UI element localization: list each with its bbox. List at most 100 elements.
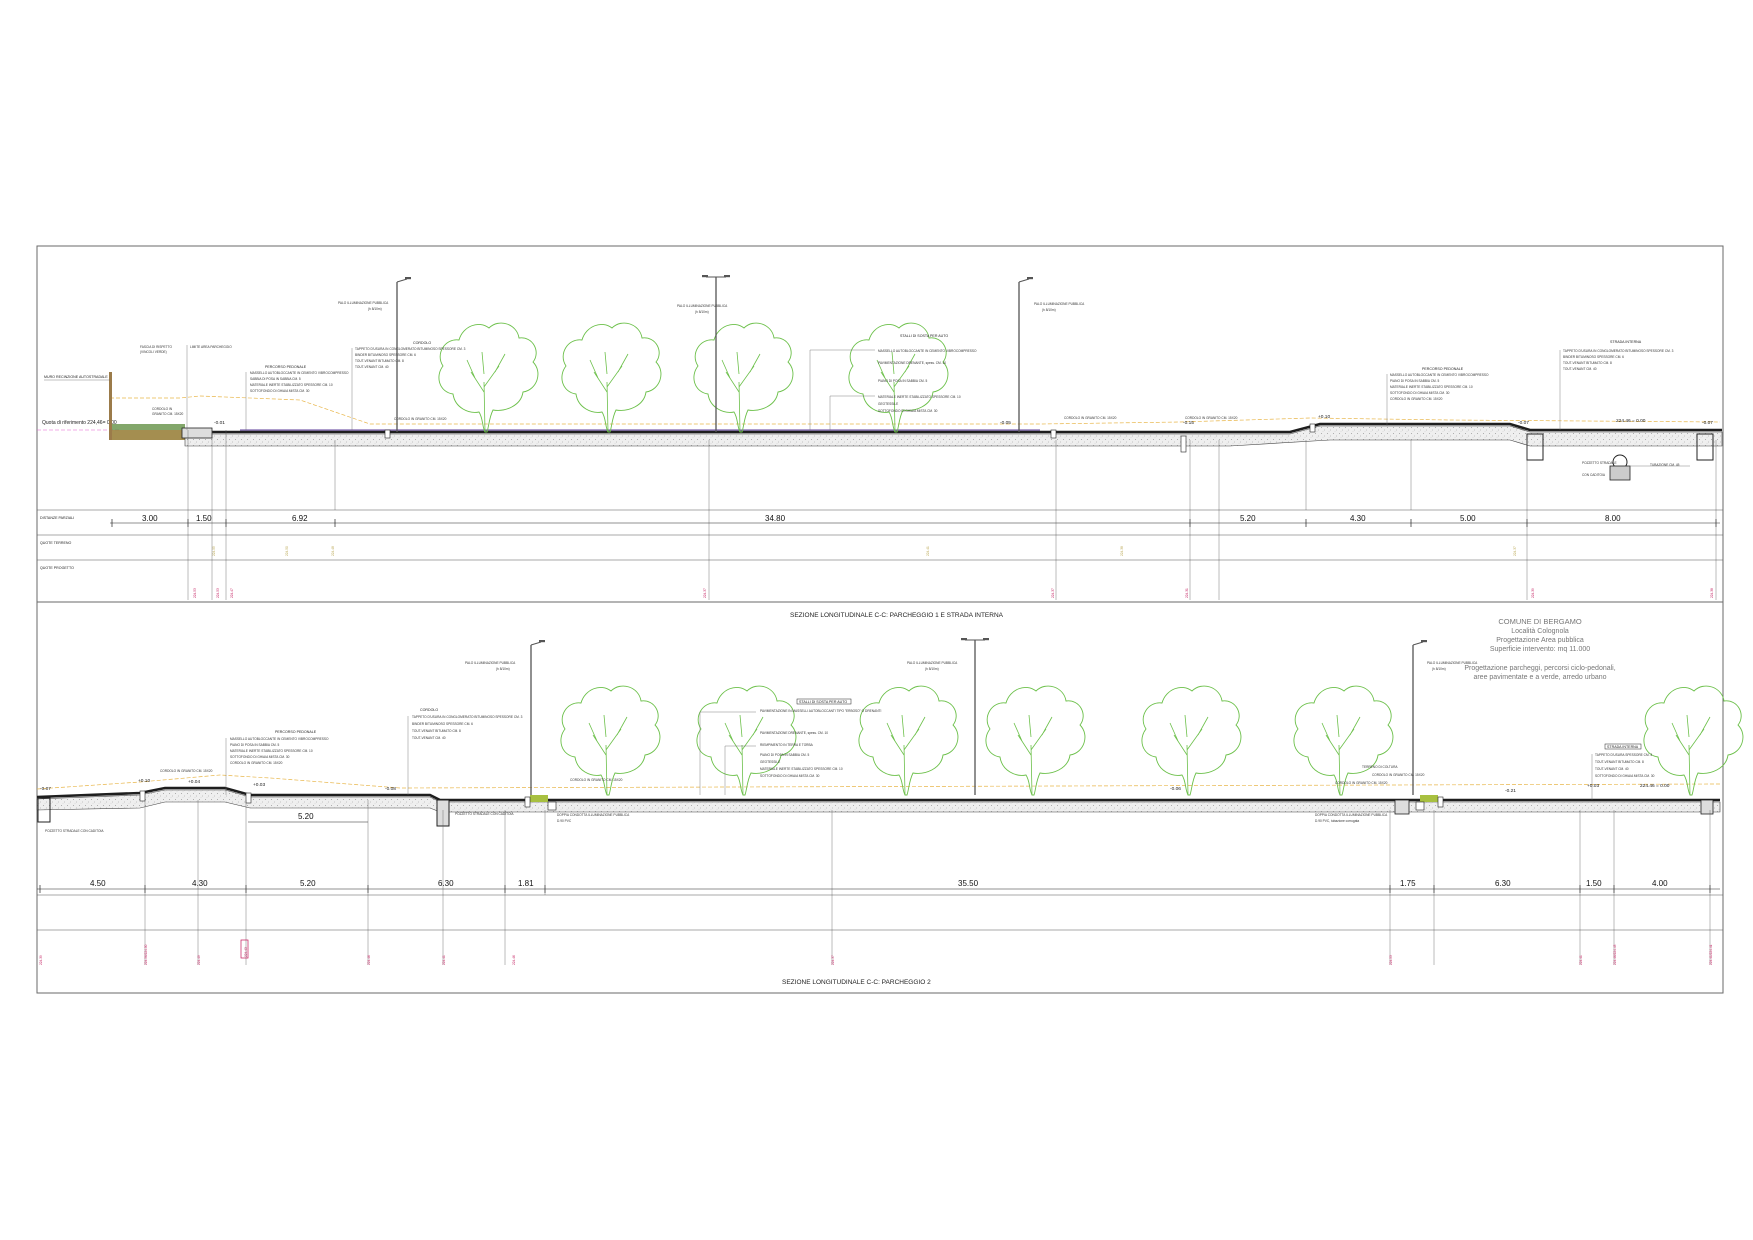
distance-value: 6.92 xyxy=(292,514,308,523)
elevation-label: +0.04 xyxy=(188,779,200,785)
quote-value: 224.53 xyxy=(216,588,220,598)
quote-value: 224.41 xyxy=(442,955,446,965)
quote-value: 224.37 xyxy=(1513,546,1517,556)
quote-value: 224.41/224.41 xyxy=(1709,944,1713,965)
tree-icon xyxy=(848,322,949,433)
quote-value: 224.39 xyxy=(39,955,43,965)
label-cavidotto: D.90 PVC, tubazione corrugata xyxy=(1315,819,1359,823)
label-limite: LIMITE AREA PARCHEGGIO xyxy=(190,345,232,349)
label-layer: PIANO DI POSA IN SABBIA CM. 5 xyxy=(760,753,809,757)
tree-icon xyxy=(693,322,794,433)
elevation-label: -0.08 xyxy=(385,786,396,792)
distance-value: 6.30 xyxy=(1495,879,1511,888)
label-layer: MATERIALE INERTE STABILIZZATO SPESSORE C… xyxy=(760,767,843,771)
elevation-label: +0.03 xyxy=(253,782,265,788)
elevation-label: -0.07 xyxy=(1518,420,1529,426)
quote-value: 224.37 xyxy=(831,955,835,965)
quote-value: 224.46 xyxy=(512,955,516,965)
label-tubazione: TUBAZIONE CM. 45 xyxy=(1650,463,1680,467)
label-cordolo-left: CORDOLO IN GRANITO CM. 15X20 xyxy=(160,769,213,773)
label-cordolo-title: CORDOLO xyxy=(413,341,431,345)
quote-value: 224.37 xyxy=(1051,588,1055,598)
label-percorso-right-title: PERCORSO PEDONALE xyxy=(1422,367,1464,371)
label-layer: TAPPETO D'USURA IN CONGLOMERATO BITUMINO… xyxy=(1563,349,1674,353)
elevation-label: -0.01 xyxy=(214,420,225,426)
label-palo: (h 8/10m) xyxy=(1432,667,1446,671)
label-layer: GEOTESSILE xyxy=(878,402,898,406)
section-1-title: SEZIONE LONGITUDINALE C-C: PARCHEGGIO 1 … xyxy=(790,612,1004,619)
road-drain xyxy=(37,797,51,823)
label-layer: MASSELLO AUTOBLOCCANTE IN CEMENTO VIBROC… xyxy=(230,737,329,741)
row-label-quote-progetto: QUOTE PROGETTO xyxy=(40,566,74,570)
label-layer: TOUT-VENANT CM. 40 xyxy=(412,736,446,740)
label-palo: (h 8/10m) xyxy=(496,667,510,671)
curb xyxy=(524,796,531,808)
embankment-soil xyxy=(112,430,185,440)
curb xyxy=(384,429,391,439)
label-layer: MATERIALE INERTE STABILIZZATO SPESSORE C… xyxy=(230,749,313,753)
label-layer: PAVIMENTAZIONE DRENANTE, spess. CM. 10 xyxy=(760,731,828,735)
street-lamp-icon xyxy=(1412,639,1428,796)
label-palo: (h 8/10m) xyxy=(1042,308,1056,312)
distance-value: 4.30 xyxy=(192,879,208,888)
label-layer: MASSELLO AUTOBLOCCANTE IN CEMENTO VIBROC… xyxy=(878,349,977,353)
label-cavidotto: DOPPIA CONDOTTA ILLUMINAZIONE PUBBLICA xyxy=(1315,813,1388,817)
distance-value: 5.20 xyxy=(1240,514,1256,523)
label-boundary-wall: MURO RECINZIONE AUTOSTRADALE xyxy=(44,375,108,379)
label-palo: PALO ILLUMINAZIONE PUBBLICA xyxy=(677,304,728,308)
label-layer: TOUT-VENANT BITUMATO CM. 8 xyxy=(412,729,461,733)
label-palo: PALO ILLUMINAZIONE PUBBLICA xyxy=(465,661,516,665)
elevation-label: -0.06 xyxy=(1170,786,1181,792)
label-layer: BINDER BITUMINOSO SPESSORE CM. 6 xyxy=(412,722,473,726)
label-layer: SOTTOFONDO DI GHIAIA MISTA CM. 30 xyxy=(1595,774,1655,778)
info-line: Progettazione parcheggi, percorsi ciclo-… xyxy=(1464,665,1615,672)
label-layer: TOUT-VENANT CM. 40 xyxy=(355,365,389,369)
green-strip xyxy=(1420,795,1438,802)
elevation-label: +0.10 xyxy=(138,778,150,784)
label-layer: PAVIMENTAZIONE IN MASSELLI AUTOBLOCCANTI… xyxy=(760,709,881,713)
label-layer: MATERIALE INERTE STABILIZZATO SPESSORE C… xyxy=(250,383,333,387)
distance-value: 5.00 xyxy=(1460,514,1476,523)
distance-value: 34.80 xyxy=(765,514,786,523)
distance-value: 1.50 xyxy=(196,514,212,523)
quote-value: 224.41 xyxy=(1579,955,1583,965)
section-2-title: SEZIONE LONGITUDINALE C-C: PARCHEGGIO 2 xyxy=(782,979,931,986)
info-line: Località Colognola xyxy=(1511,628,1569,635)
road-surface-1 xyxy=(185,422,1722,434)
label-layer: MATERIALE INERTE STABILIZZATO SPESSORE C… xyxy=(1390,385,1473,389)
label-layer: SOTTOFONDO DI GHIAIA MISTA CM. 30 xyxy=(1390,391,1450,395)
label-pozzetto: CON CADITOIA xyxy=(1582,473,1606,477)
label-cordolo-right: CORDOLO IN GRANITO CM. 15X20 xyxy=(1185,416,1238,420)
profile-table-1: DISTANZE PARZIALI QUOTE TERRENO QUOTE PR… xyxy=(37,430,1723,600)
quote-value: 224.48 xyxy=(331,546,335,556)
callouts-2: POZZETTO STRADALE CON CADITOIA CORDOLO I… xyxy=(45,661,1655,833)
elevation-label: -0.07 xyxy=(1702,420,1713,426)
section-2: POZZETTO STRADALE CON CADITOIA CORDOLO I… xyxy=(36,637,1744,986)
curb xyxy=(139,790,146,802)
elevation-label: -0.07 xyxy=(40,786,51,792)
curb xyxy=(1309,423,1316,433)
quote-value: 224.41 xyxy=(926,546,930,556)
label-layer: MASSELLO AUTOBLOCCANTE IN CEMENTO VIBROC… xyxy=(1390,373,1489,377)
label-layer: PIANO DI POSA IN SABBIA CM. 5 xyxy=(878,379,927,383)
label-percorso-title: PERCORSO PEDONALE xyxy=(265,365,307,369)
distance-value: 4.30 xyxy=(1350,514,1366,523)
pipe-bedding xyxy=(1609,465,1631,481)
distance-value: 3.00 xyxy=(142,514,158,523)
quote-value: 224.50 xyxy=(285,546,289,556)
label-layer: BINDER BITUMINOSO SPESSORE CM. 6 xyxy=(1563,355,1624,359)
curb xyxy=(1050,429,1057,439)
label-cavidotto: D.90 PVC xyxy=(557,819,572,823)
quote-value: 224.39 xyxy=(1531,588,1535,598)
label-layer: BINDER BITUMINOSO SPESSORE CM. 6 xyxy=(355,353,416,357)
label-fascia-sub: (VINCOLI VERDE) xyxy=(140,350,167,354)
label-layer: PIANO DI POSA IN SABBIA CM. 5 xyxy=(230,743,279,747)
elevation-label: -0.21 xyxy=(1505,788,1516,794)
label-layer: CORDOLO IN GRANITO CM. 15X20 xyxy=(1390,397,1443,401)
label-layer: PIANO DI POSA IN SABBIA CM. 5 xyxy=(1390,379,1439,383)
info-line: aree pavimentate e a verde, arredo urban… xyxy=(1473,674,1606,681)
quote-value: 224.53 xyxy=(1389,955,1393,965)
quote-value: 224.55 xyxy=(212,546,216,556)
label-cordolo-mid: CORDOLO IN GRANITO CM. 15X20 xyxy=(1064,416,1117,420)
project-info: COMUNE DI BERGAMO Località Colognola Pro… xyxy=(1464,617,1615,681)
